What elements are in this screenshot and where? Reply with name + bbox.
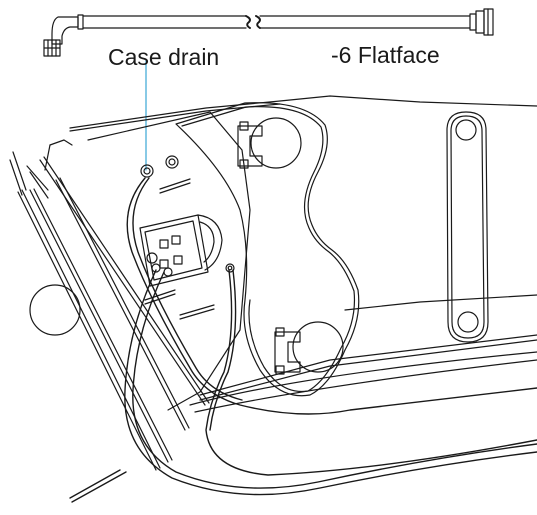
hose-assembly [43,8,494,57]
pivot-bracket-plate [175,102,360,397]
link-arm [446,111,489,343]
flatface-fitting-label: -6 Flatface [331,42,440,68]
case-drain-port [140,164,154,178]
mounting-plate [87,111,251,411]
plate-port-2 [165,155,179,169]
straight-fitting-right [469,8,494,36]
valve-block [139,214,223,305]
elbow-fitting-left [43,14,84,57]
left-frame-rails [9,139,210,471]
plate-port-3 [225,263,235,273]
hose-break-symbol [245,15,261,29]
lower-pivot-hole [274,321,344,375]
upper-pivot-hole [237,117,302,169]
boom-frame [69,95,537,413]
case-drain-label: Case drain [108,44,220,70]
hose-tube-left [82,15,247,29]
frame-circle-cutout [29,284,81,336]
hose-tube-right [259,15,471,29]
hoses [69,177,537,503]
